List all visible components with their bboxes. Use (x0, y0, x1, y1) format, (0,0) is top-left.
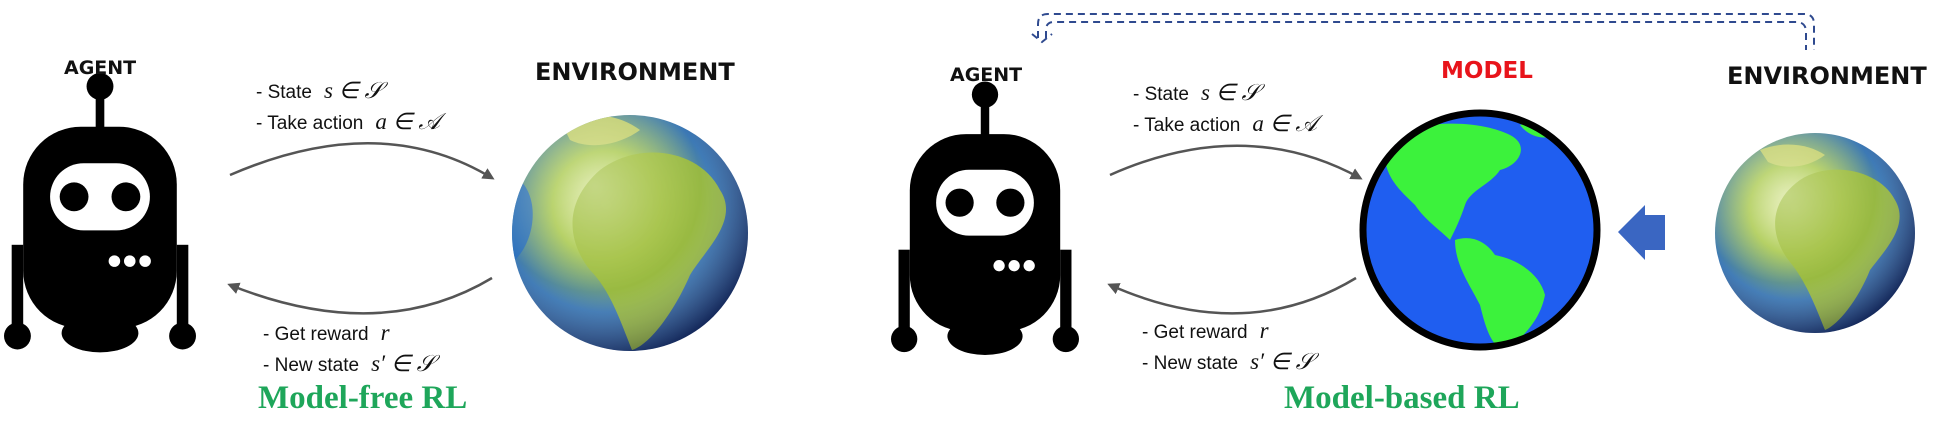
dashed-link-connector (1031, 13, 1815, 50)
environment-label-2: ENVIRONMENT (1727, 62, 1927, 90)
agent-robot-icon-2 (891, 81, 1079, 355)
agent-label: AGENT (64, 57, 137, 79)
model-globe-icon (1359, 109, 1601, 351)
agent-robot-icon (4, 73, 196, 352)
environment-globe-icon (512, 115, 748, 351)
environment-globe-icon-2 (1715, 133, 1915, 333)
reward-arrow-curve-2 (1107, 276, 1357, 315)
environment-label: ENVIRONMENT (535, 58, 735, 86)
model-free-caption: Model-free RL (258, 380, 468, 416)
model-based-caption: Model-based RL (1284, 380, 1520, 416)
model-label: MODEL (1441, 58, 1533, 84)
action-arrow-curve-2 (1109, 144, 1363, 180)
block-arrow-left (1618, 205, 1665, 260)
agent-label-2: AGENT (950, 64, 1023, 86)
reward-arrow-curve (227, 276, 493, 315)
action-arrow-curve (229, 142, 495, 180)
